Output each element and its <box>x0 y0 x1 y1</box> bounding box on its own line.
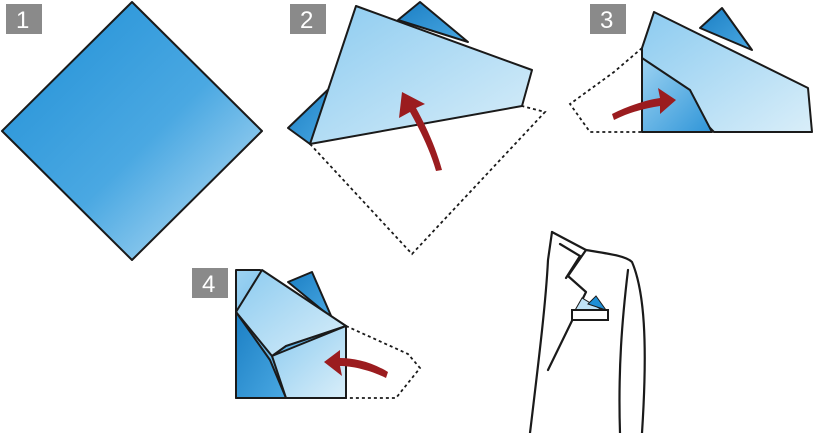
step-3-back-corner <box>699 7 753 51</box>
jacket-sleeve-seam <box>618 268 630 433</box>
jacket-collar-inner <box>558 242 582 280</box>
step-4-back-corner <box>287 271 333 319</box>
step-2-badge: 2 <box>290 4 326 34</box>
step-2-number: 2 <box>300 7 313 34</box>
step-1-number: 1 <box>16 7 29 34</box>
step-3-number: 3 <box>600 7 613 34</box>
step-3-curved-arrow-icon <box>612 88 676 120</box>
step-2-fold <box>287 1 547 256</box>
step-3-fold <box>568 7 813 133</box>
step-2-folded-flap <box>309 5 533 145</box>
step-2-back-corner <box>397 1 469 43</box>
step-4-dashed-outline <box>345 325 422 399</box>
step-3-badge: 3 <box>590 4 626 34</box>
step-2-curved-arrow-icon <box>399 92 442 171</box>
step-1-badge: 1 <box>6 4 42 34</box>
step-4-fold <box>235 269 422 399</box>
step-3-dashed-outline <box>568 47 643 133</box>
step-1-square-fabric <box>1 1 263 261</box>
jacket-pocket-square-dark <box>587 295 608 311</box>
step-4-upper-fold <box>235 269 347 357</box>
step-2-dashed-outline <box>309 105 547 256</box>
step-4-curved-arrow-icon <box>324 350 388 378</box>
jacket-shoulder <box>584 248 646 433</box>
step-4-number: 4 <box>202 271 215 298</box>
step-4-badge: 4 <box>192 268 228 298</box>
suit-jacket-icon <box>528 230 646 433</box>
jacket-breast-pocket <box>571 309 609 321</box>
jacket-left-outline <box>528 230 554 433</box>
